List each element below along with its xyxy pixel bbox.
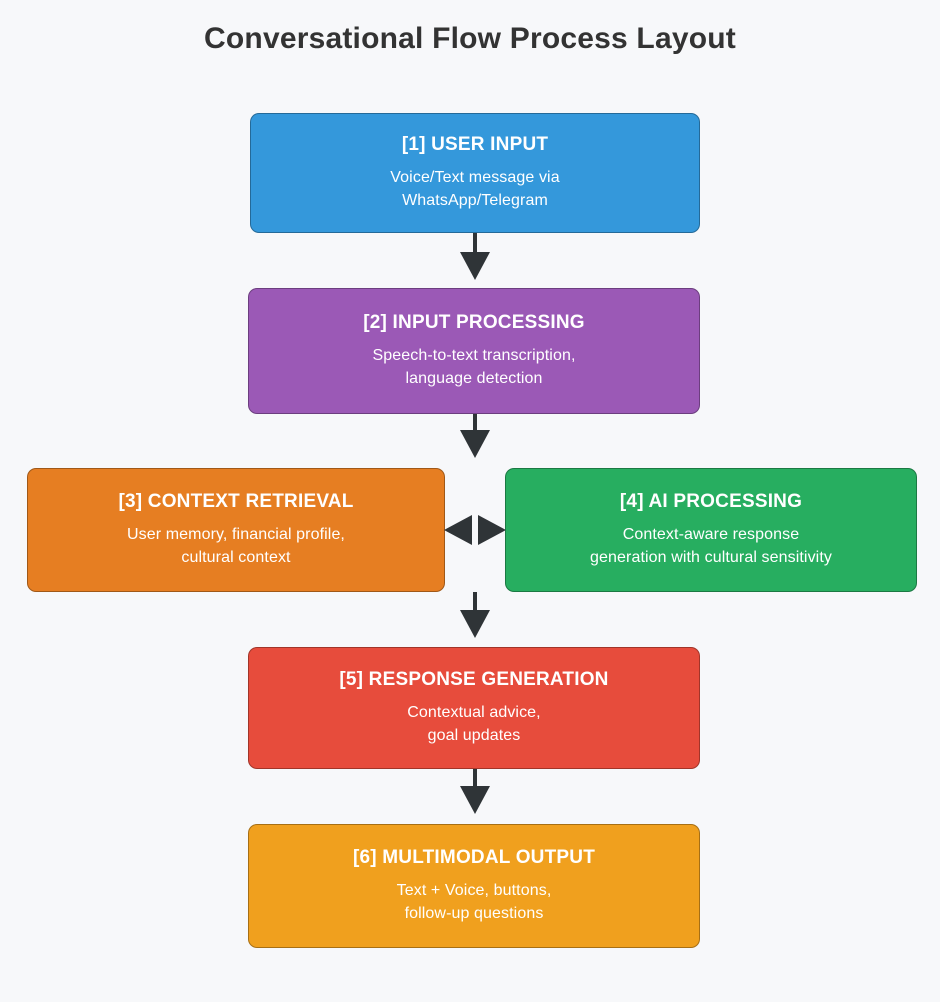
flow-node-1-user-input[interactable]: [1] USER INPUT Voice/Text message via Wh… <box>250 113 700 233</box>
flow-node-3-description: User memory, financial profile, cultural… <box>127 523 345 569</box>
flow-node-5-desc-line-1: Contextual advice, <box>407 704 541 722</box>
flow-node-2-input-processing[interactable]: [2] INPUT PROCESSING Speech-to-text tran… <box>248 288 700 414</box>
flow-node-4-description: Context-aware response generation with c… <box>590 523 832 569</box>
flow-node-1-desc-line-2: WhatsApp/Telegram <box>402 192 548 210</box>
flow-node-6-desc-line-2: follow-up questions <box>404 905 544 923</box>
flow-node-5-description: Contextual advice, goal updates <box>407 701 540 747</box>
flow-node-2-desc-line-1: Speech-to-text transcription, <box>372 347 576 365</box>
flow-node-2-desc-line-2: language detection <box>405 370 543 388</box>
flow-node-5-title: [5] RESPONSE GENERATION <box>339 669 609 691</box>
flow-node-5-response-generation[interactable]: [5] RESPONSE GENERATION Contextual advic… <box>248 647 700 769</box>
flow-node-1-desc-line-1: Voice/Text message via <box>390 169 560 187</box>
flow-node-3-title: [3] CONTEXT RETRIEVAL <box>118 491 354 513</box>
arrowhead-1-2 <box>460 252 490 280</box>
flow-node-6-description: Text + Voice, buttons, follow-up questio… <box>397 879 552 925</box>
flow-node-3-desc-line-1: User memory, financial profile, <box>127 526 345 544</box>
arrowhead-2-3 <box>460 430 490 458</box>
flow-node-4-desc-line-1: Context-aware response <box>622 526 800 544</box>
arrowhead-right-icon <box>478 515 506 545</box>
page-title: Conversational Flow Process Layout <box>204 22 736 55</box>
arrowhead-left-icon <box>444 515 472 545</box>
flow-node-6-multimodal-output[interactable]: [6] MULTIMODAL OUTPUT Text + Voice, butt… <box>248 824 700 948</box>
flow-node-4-title: [4] AI PROCESSING <box>619 491 803 513</box>
flow-node-5-desc-line-2: goal updates <box>427 727 521 745</box>
arrowhead-4-5 <box>460 610 490 638</box>
arrowhead-5-6 <box>460 786 490 814</box>
connector-line-5-6 <box>473 769 477 802</box>
flow-node-6-desc-line-1: Text + Voice, buttons, <box>396 882 552 900</box>
flow-node-4-ai-processing[interactable]: [4] AI PROCESSING Context-aware response… <box>505 468 917 592</box>
flow-node-2-title: [2] INPUT PROCESSING <box>363 312 585 334</box>
flow-node-2-description: Speech-to-text transcription, language d… <box>373 344 576 390</box>
flow-node-3-desc-line-2: cultural context <box>181 549 291 567</box>
flow-node-1-description: Voice/Text message via WhatsApp/Telegram <box>390 166 559 212</box>
flow-node-3-context-retrieval[interactable]: [3] CONTEXT RETRIEVAL User memory, finan… <box>27 468 445 592</box>
flow-node-4-desc-line-2: generation with cultural sensitivity <box>590 549 832 567</box>
bidirectional-arrow-3-4 <box>444 515 506 545</box>
flow-node-6-title: [6] MULTIMODAL OUTPUT <box>352 847 596 869</box>
flow-node-1-title: [1] USER INPUT <box>401 134 549 156</box>
connector-line-1-2 <box>473 233 477 268</box>
